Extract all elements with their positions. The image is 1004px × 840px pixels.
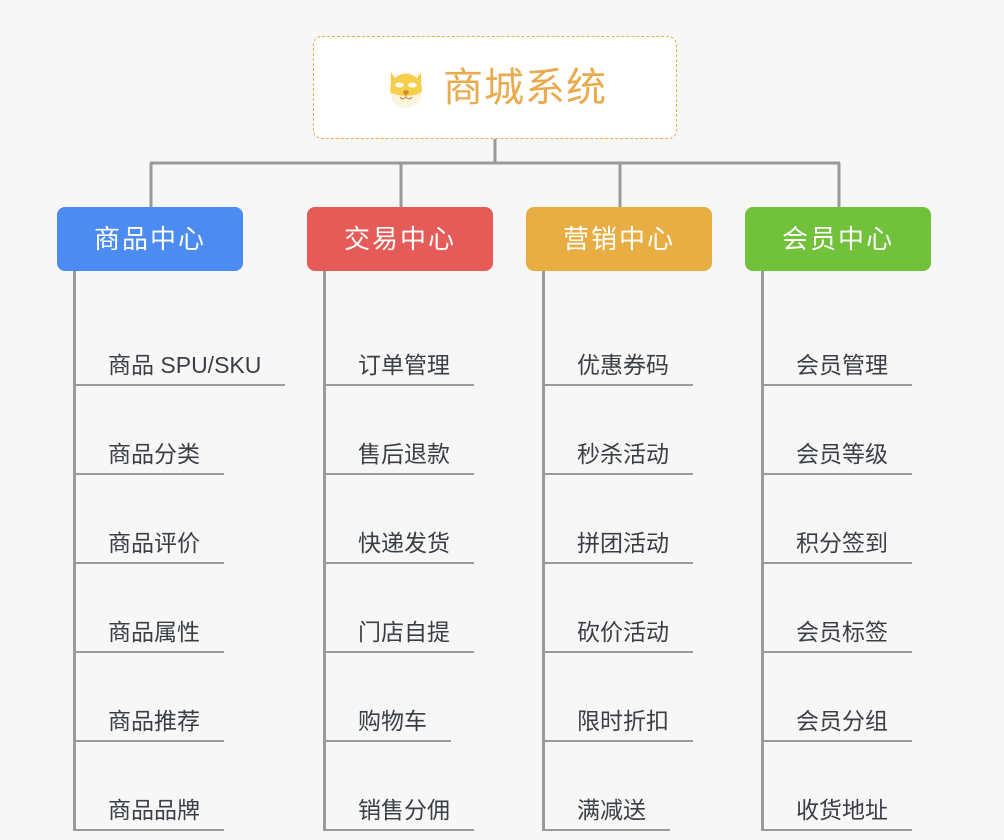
leaf-label: 商品分类 (76, 441, 224, 475)
branch-column-2: 交易中心 订单管理 售后退款 快递发货 门店自提 购物车 销售分佣 (307, 207, 493, 831)
leaf-label: 砍价活动 (545, 619, 693, 653)
branch-column-1: 商品中心 商品 SPU/SKU 商品分类 商品评价 商品属性 商品推荐 商品品牌 (57, 207, 286, 831)
leaf-label: 商品评价 (76, 530, 224, 564)
leaf-item[interactable]: 优惠券码 (545, 297, 712, 386)
branch-body-1: 商品 SPU/SKU 商品分类 商品评价 商品属性 商品推荐 商品品牌 (73, 271, 286, 831)
leaf-label: 商品推荐 (76, 708, 224, 742)
leaf-label: 售后退款 (326, 441, 474, 475)
leaf-label: 满减送 (545, 797, 670, 831)
leaf-item[interactable]: 门店自提 (326, 564, 493, 653)
branch-header-3[interactable]: 营销中心 (526, 207, 712, 271)
leaf-item[interactable]: 购物车 (326, 653, 493, 742)
leaf-label: 购物车 (326, 708, 451, 742)
leaf-item[interactable]: 商品品牌 (76, 742, 285, 831)
leaf-item[interactable]: 快递发货 (326, 475, 493, 564)
leaf-label: 订单管理 (326, 352, 474, 386)
leaf-label: 会员标签 (764, 619, 912, 653)
branch-body-2: 订单管理 售后退款 快递发货 门店自提 购物车 销售分佣 (323, 271, 493, 831)
leaf-item[interactable]: 商品 SPU/SKU (76, 297, 286, 386)
branch-body-3: 优惠券码 秒杀活动 拼团活动 砍价活动 限时折扣 满减送 (542, 271, 712, 831)
leaf-label: 门店自提 (326, 619, 474, 653)
leaf-item[interactable]: 砍价活动 (545, 564, 712, 653)
leaf-label: 会员管理 (764, 352, 912, 386)
leaf-item[interactable]: 商品分类 (76, 386, 285, 475)
leaf-item[interactable]: 订单管理 (326, 297, 493, 386)
root-title: 商城系统 (443, 65, 607, 110)
leaf-label: 积分签到 (764, 530, 912, 564)
leaf-label: 商品品牌 (76, 797, 224, 831)
leaf-label: 销售分佣 (326, 797, 474, 831)
leaf-item[interactable]: 售后退款 (326, 386, 493, 475)
leaf-label: 会员分组 (764, 708, 912, 742)
branch-header-2[interactable]: 交易中心 (307, 207, 493, 271)
leaf-item[interactable]: 拼团活动 (545, 475, 712, 564)
leaf-label: 拼团活动 (545, 530, 693, 564)
leaf-item[interactable]: 会员等级 (764, 386, 931, 475)
leaf-label: 限时折扣 (545, 708, 693, 742)
leaf-item[interactable]: 限时折扣 (545, 653, 712, 742)
leaf-label: 快递发货 (326, 530, 474, 564)
leaf-label: 商品 SPU/SKU (76, 352, 286, 386)
leaf-item[interactable]: 会员标签 (764, 564, 931, 653)
leaf-item[interactable]: 会员管理 (764, 297, 931, 386)
leaf-item[interactable]: 会员分组 (764, 653, 931, 742)
leaf-item[interactable]: 秒杀活动 (545, 386, 712, 475)
leaf-item[interactable]: 商品属性 (76, 564, 285, 653)
branch-header-1[interactable]: 商品中心 (57, 207, 243, 271)
leaf-label: 收货地址 (764, 797, 912, 831)
leaf-label: 秒杀活动 (545, 441, 693, 475)
leaf-item[interactable]: 销售分佣 (326, 742, 493, 831)
root-node[interactable]: 商城系统 (313, 36, 677, 139)
branch-column-4: 会员中心 会员管理 会员等级 积分签到 会员标签 会员分组 收货地址 (745, 207, 931, 831)
leaf-item[interactable]: 积分签到 (764, 475, 931, 564)
leaf-item[interactable]: 商品评价 (76, 475, 285, 564)
leaf-item[interactable]: 商品推荐 (76, 653, 285, 742)
leaf-label: 商品属性 (76, 619, 224, 653)
branch-header-4[interactable]: 会员中心 (745, 207, 931, 271)
dog-face-icon (390, 71, 422, 108)
branch-body-4: 会员管理 会员等级 积分签到 会员标签 会员分组 收货地址 (761, 271, 931, 831)
leaf-label: 优惠券码 (545, 352, 693, 386)
branch-column-3: 营销中心 优惠券码 秒杀活动 拼团活动 砍价活动 限时折扣 满减送 (526, 207, 712, 831)
leaf-item[interactable]: 收货地址 (764, 742, 931, 831)
leaf-item[interactable]: 满减送 (545, 742, 712, 831)
leaf-label: 会员等级 (764, 441, 912, 475)
